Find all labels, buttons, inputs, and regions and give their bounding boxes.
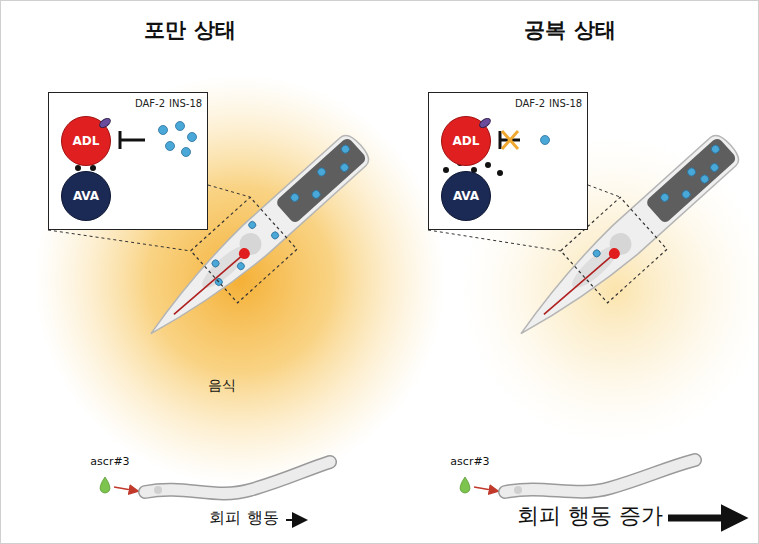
panel-title: 포만 상태 xyxy=(144,16,235,44)
worm-side xyxy=(505,460,695,494)
food-label: 음식 xyxy=(208,377,236,395)
daf-2-receptor xyxy=(477,116,493,130)
inhibition-symbol-blocked xyxy=(500,131,520,149)
behaviour-label: 회피 행동 xyxy=(209,508,278,529)
pheromone-arrow xyxy=(474,487,497,491)
protein-name: DAF-2 xyxy=(135,98,165,109)
daf-2-receptor xyxy=(97,116,113,130)
pheromone-arrow xyxy=(114,487,137,491)
inset-ground xyxy=(48,92,208,230)
avoidance-arrow-big xyxy=(668,515,738,522)
zoom-line xyxy=(48,230,191,251)
neuron-ava: AVA xyxy=(441,171,491,221)
neuron-name: ADL xyxy=(453,134,480,148)
inset-box: DAF-2 INS-18ADL AVA xyxy=(428,92,588,230)
neuron-adl: ADL xyxy=(441,116,491,166)
neuron-ava: AVA xyxy=(61,171,111,221)
zoom-line xyxy=(588,185,620,197)
neuron-name: AVA xyxy=(73,189,99,203)
inset-box: DAF-2 INS-18ADL AVA xyxy=(48,92,208,230)
food-glow xyxy=(35,75,445,485)
inhibition-symbol xyxy=(120,131,145,149)
behaviour-label: 회피 행동 증가 xyxy=(517,501,663,531)
ins-18-peptides xyxy=(159,122,197,157)
zoom-line xyxy=(208,185,250,197)
protein-name: INS-18 xyxy=(169,98,202,109)
pheromone-drop xyxy=(100,477,110,493)
neuron-adl: ADL xyxy=(61,116,111,166)
neuron-name: AVA xyxy=(453,189,479,203)
neuron-name: ADL xyxy=(73,134,100,148)
worm-side xyxy=(145,462,330,494)
ins-18-peptide xyxy=(541,136,550,145)
panel-title: 공복 상태 xyxy=(524,16,615,44)
inset-ground xyxy=(428,92,588,230)
pheromone-label: ascr#3 xyxy=(450,455,489,468)
pheromone-label: ascr#3 xyxy=(90,455,129,468)
zoom-line xyxy=(428,230,561,251)
pheromone-drop xyxy=(460,477,470,493)
protein-name: DAF-2 xyxy=(515,98,545,109)
avoidance-arrow xyxy=(286,519,304,521)
protein-name: INS-18 xyxy=(549,98,582,109)
